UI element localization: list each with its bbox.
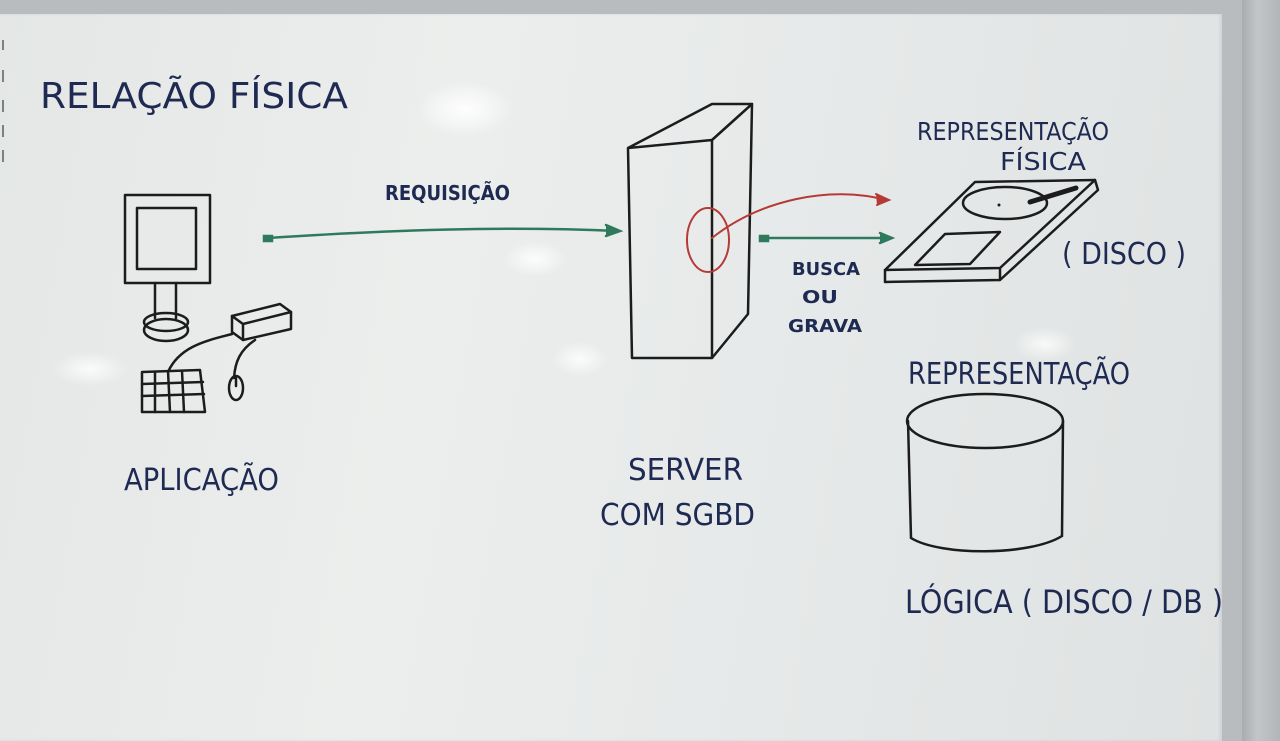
disk-label: ( DISCO ) [1062, 237, 1186, 272]
request-arrow [262, 223, 624, 243]
application-label: APLICAÇÃO [124, 462, 279, 498]
hard-drive-icon [883, 178, 1100, 284]
database-cylinder-icon [905, 392, 1065, 553]
read-arm-icon [1027, 185, 1079, 205]
logical-rep-line2: LÓGICA ( DISCO / DB ) [905, 582, 1223, 621]
request-label: REQUISIÇÃO [385, 181, 510, 205]
wall-edge [1242, 0, 1280, 741]
whiteboard-surface [0, 14, 1222, 741]
server-disk-highlight [686, 207, 730, 273]
search-label-line2: OU [802, 287, 838, 308]
spindle-icon [997, 203, 1001, 207]
server-icon [626, 102, 754, 360]
server-label-line2: COM SGBD [600, 498, 755, 533]
physical-rep-line1: REPRESENTAÇÃO [917, 116, 1109, 146]
search-label-line3: GRAVA [788, 316, 862, 337]
logical-rep-line1: REPRESENTAÇÃO [908, 356, 1130, 392]
read-arrow [758, 231, 896, 245]
write-arrow [711, 193, 892, 239]
computer-icon [123, 193, 293, 414]
physical-rep-line2: FÍSICA [1000, 147, 1086, 176]
title-text: RELAÇÃO FÍSICA [40, 75, 348, 117]
search-label-line1: BUSCA [792, 259, 860, 280]
server-label-line1: SERVER [628, 453, 743, 488]
